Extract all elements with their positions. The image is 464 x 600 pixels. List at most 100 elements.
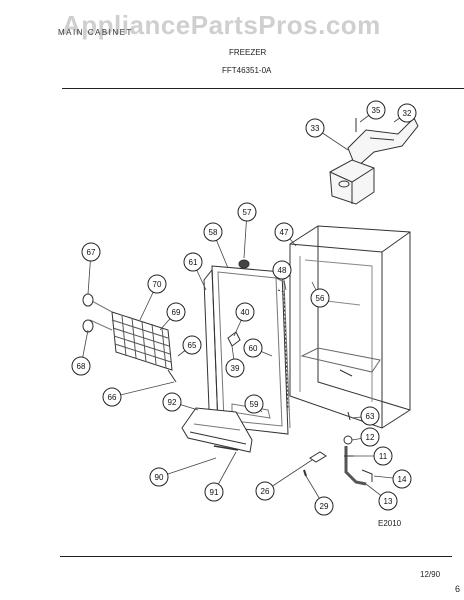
callout-label: 70	[153, 280, 162, 289]
callout-circle	[360, 427, 380, 447]
callout-13[interactable]: 13	[378, 491, 398, 511]
callout-label: 66	[108, 393, 117, 402]
top-rule	[62, 88, 464, 89]
appliance-title: FREEZER	[229, 48, 267, 57]
callout-label: 14	[398, 475, 407, 484]
callout-label: 40	[241, 308, 250, 317]
callout-circle	[255, 481, 275, 501]
site-watermark: AppliancePartsPros.com	[62, 10, 381, 40]
callout-70[interactable]: 70	[147, 274, 167, 294]
callout-label: 35	[372, 106, 381, 115]
callout-circle	[397, 103, 417, 123]
callout-90[interactable]: 90	[149, 467, 169, 487]
callout-56[interactable]: 56	[310, 288, 330, 308]
callout-66[interactable]: 66	[102, 387, 122, 407]
callout-68[interactable]: 68	[71, 356, 91, 376]
callout-11[interactable]: 11	[373, 446, 393, 466]
callout-label: 69	[172, 308, 181, 317]
callout-label: 47	[280, 228, 289, 237]
callout-circle	[166, 302, 186, 322]
callout-circle	[244, 394, 264, 414]
callout-circle	[373, 446, 393, 466]
callout-59[interactable]: 59	[244, 394, 264, 414]
callout-label: 56	[316, 294, 325, 303]
callout-circle	[274, 222, 294, 242]
bottom-rule	[60, 556, 452, 557]
callout-label: 29	[320, 502, 329, 511]
callout-circle	[102, 387, 122, 407]
callout-32[interactable]: 32	[397, 103, 417, 123]
callout-circle	[162, 392, 182, 412]
callout-label: 65	[188, 341, 197, 350]
callout-58[interactable]: 58	[203, 222, 223, 242]
callout-40[interactable]: 40	[235, 302, 255, 322]
control-assembly	[329, 117, 419, 205]
callout-circle	[310, 288, 330, 308]
callout-91[interactable]: 91	[204, 482, 224, 502]
callout-circle	[203, 222, 223, 242]
callout-circle	[149, 467, 169, 487]
callout-61[interactable]: 61	[183, 252, 203, 272]
callout-circle	[392, 469, 412, 489]
callout-14[interactable]: 14	[392, 469, 412, 489]
callout-29[interactable]: 29	[314, 496, 334, 516]
callout-label: 26	[261, 487, 270, 496]
callout-label: 12	[366, 433, 375, 442]
callout-leader-66	[111, 381, 175, 398]
callout-label: 33	[311, 124, 320, 133]
callout-label: 68	[77, 362, 86, 371]
callout-48[interactable]: 48	[272, 260, 292, 280]
callout-circle	[235, 302, 255, 322]
callout-label: 11	[379, 452, 388, 461]
thermostat-knob	[238, 259, 250, 269]
callout-circle	[378, 491, 398, 511]
callout-35[interactable]: 35	[366, 100, 386, 120]
callout-label: 61	[189, 258, 198, 267]
callout-label: 91	[210, 488, 219, 497]
callout-circle	[182, 335, 202, 355]
callout-label: 58	[209, 228, 218, 237]
callout-label: 32	[403, 109, 412, 118]
callout-60[interactable]: 60	[243, 338, 263, 358]
callout-33[interactable]: 33	[305, 118, 325, 138]
callout-67[interactable]: 67	[81, 242, 101, 262]
callout-63[interactable]: 63	[360, 406, 380, 426]
figure-code: E2010	[378, 519, 402, 528]
callout-label: 92	[168, 398, 177, 407]
shim	[303, 469, 307, 477]
callout-circle	[272, 260, 292, 280]
callout-circle	[71, 356, 91, 376]
callout-69[interactable]: 69	[166, 302, 186, 322]
callout-circle	[183, 252, 203, 272]
callout-label: 90	[155, 473, 164, 482]
callout-circle	[360, 406, 380, 426]
callout-label: 60	[249, 344, 258, 353]
callout-92[interactable]: 92	[162, 392, 182, 412]
callout-label: 57	[243, 208, 252, 217]
callout-65[interactable]: 65	[182, 335, 202, 355]
callout-leader-90	[158, 457, 217, 478]
page-number: 6	[455, 584, 461, 594]
callout-label: 48	[278, 266, 287, 275]
callout-circle	[81, 242, 101, 262]
callout-circle	[225, 358, 245, 378]
callout-circle	[243, 338, 263, 358]
callout-39[interactable]: 39	[225, 358, 245, 378]
callout-label: 67	[87, 248, 96, 257]
callout-26[interactable]: 26	[255, 481, 275, 501]
door-handle	[181, 407, 253, 453]
revision-date: 12/90	[420, 570, 441, 579]
callout-57[interactable]: 57	[237, 202, 257, 222]
callout-12[interactable]: 12	[360, 427, 380, 447]
callout-label: 59	[250, 400, 259, 409]
callout-circle	[314, 496, 334, 516]
drain-assembly	[343, 411, 373, 486]
callout-47[interactable]: 47	[274, 222, 294, 242]
callout-label: 13	[384, 497, 393, 506]
cabinet-shell	[289, 225, 411, 429]
freezer-shelf-grille	[82, 293, 177, 383]
callout-label: 63	[366, 412, 375, 421]
section-header: MAIN CABINET	[58, 28, 133, 37]
